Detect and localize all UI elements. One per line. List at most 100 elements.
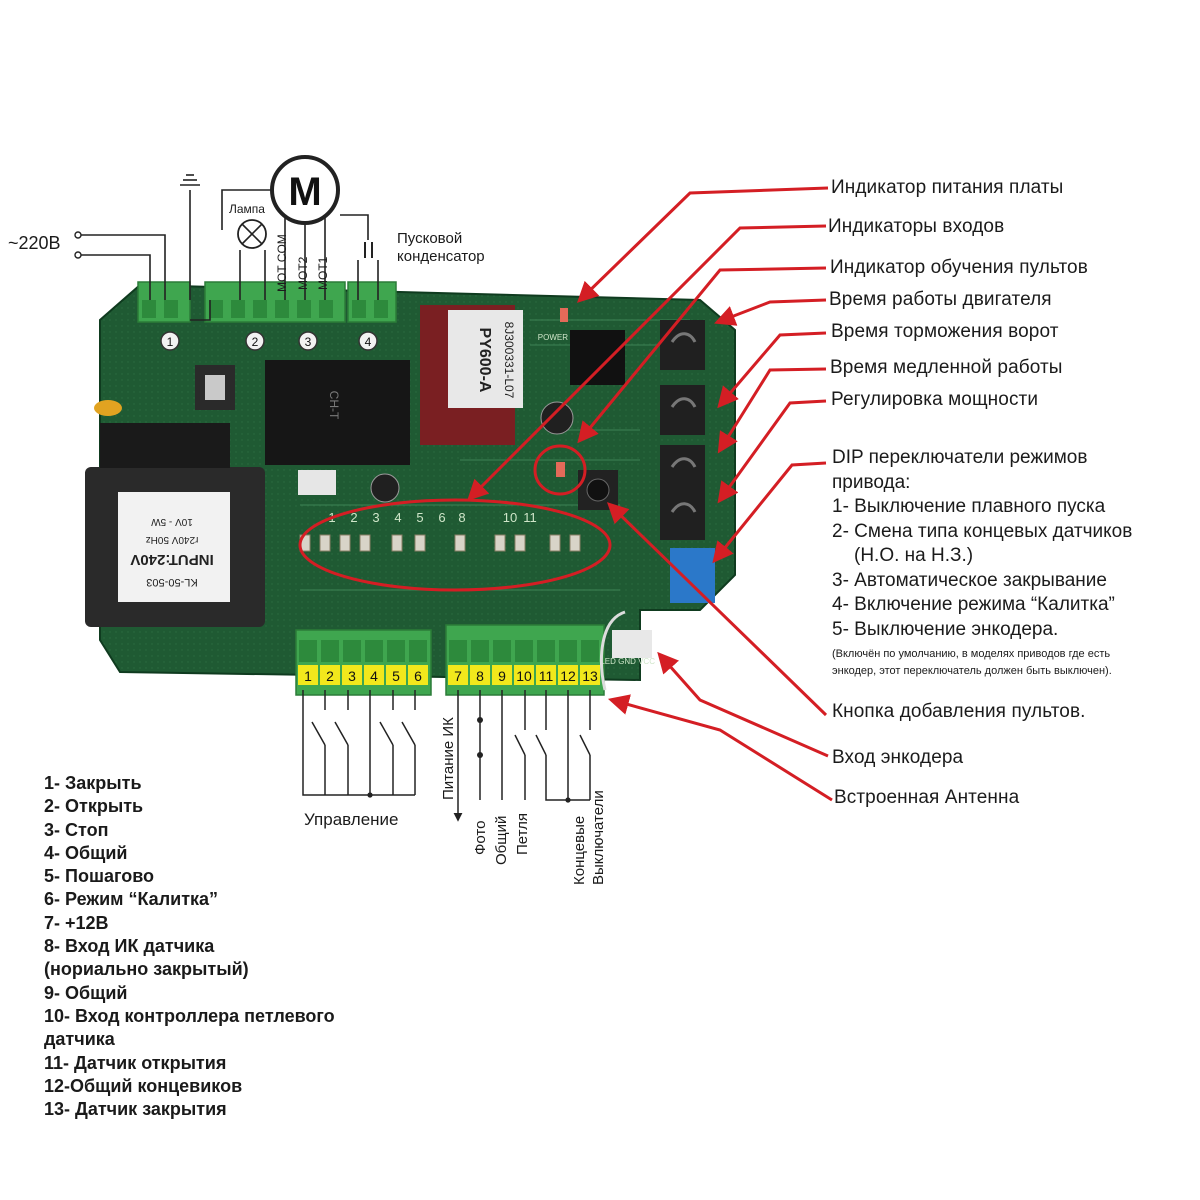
mcu-chip: [570, 330, 625, 385]
capacitor-icon: [364, 242, 373, 258]
input-led: [454, 534, 466, 552]
terminal-number-tag: [492, 665, 512, 685]
callout-power-indicator: Индикатор питания платы: [831, 177, 1064, 198]
varistor: [94, 400, 122, 416]
terminal-number-tag: [408, 665, 428, 685]
bottom-terminal-label: 8: [476, 668, 484, 684]
top-wiring: [80, 189, 379, 321]
transformer-model: KL-50-503: [146, 576, 197, 588]
supply-terminal-l: [74, 231, 82, 239]
photo-label: Фото: [472, 820, 489, 855]
legend-item: 13- Датчик закрытия: [44, 1099, 227, 1120]
board-led-number: 3: [372, 510, 379, 525]
board-led-number: 2: [350, 510, 357, 525]
callout-encoder-input: Вход энкодера: [832, 747, 964, 768]
callout-learn-indicator: Индикатор обучения пультов: [830, 257, 1088, 278]
callout-power-adjust: Регулировка мощности: [831, 389, 1039, 410]
dip-switch: [670, 548, 715, 603]
board-led-number: 10: [503, 510, 517, 525]
aux-connector: [298, 470, 336, 495]
dip-note-2: энкодер, этот переключатель должен быть …: [832, 665, 1112, 677]
bottom-terminal-label: 2: [326, 668, 334, 684]
bottom-terminal-label: 13: [582, 668, 598, 684]
capacitor-label-2: конденсатор: [397, 248, 485, 265]
transformer-output: 10V - 5W: [151, 516, 193, 527]
ground-icon: [180, 174, 200, 186]
callout-input-indicators: Индикаторы входов: [828, 216, 1005, 237]
input-led: [339, 534, 351, 552]
top-terminal-label: 3: [305, 335, 312, 349]
legend-item: 10- Вход контроллера петлевого: [44, 1005, 335, 1026]
legend-item: 2- Открыть: [44, 796, 144, 817]
input-led: [391, 534, 403, 552]
dip-item-4: 4- Включение режима “Калитка”: [832, 594, 1115, 615]
top-terminal-label: 4: [365, 335, 372, 349]
legend-item: 6- Режим “Калитка”: [44, 889, 219, 910]
mot-com-label: MOT COM: [275, 234, 289, 292]
bottom-terminal-label: 4: [370, 668, 378, 684]
legend-item: 5- Пошагово: [44, 866, 155, 887]
lamp-label: Лампа: [229, 202, 265, 216]
input-led: [319, 534, 331, 552]
encoder-connector: [612, 630, 652, 658]
board-led-number: 6: [438, 510, 445, 525]
legend-item: 12-Общий концевиков: [44, 1075, 243, 1096]
supply-terminal-n: [74, 251, 82, 259]
capacitor-label-1: Пусковой: [397, 230, 463, 247]
dip-item-1: 1- Выключение плавного пуска: [832, 496, 1106, 517]
board-led-number: 8: [458, 510, 465, 525]
bottom-terminal-label: 11: [539, 668, 554, 684]
mot1-label: MOT1: [316, 256, 330, 290]
callout-antenna: Встроенная Антенна: [834, 787, 1020, 808]
terminal-number-tag: [470, 665, 490, 685]
capacitor-1: [370, 473, 400, 503]
bottom-terminal-label: 10: [516, 668, 532, 684]
top-terminal-number: 2: [245, 331, 265, 351]
motor-symbol: M: [288, 170, 321, 214]
bottom-terminal-label: 3: [348, 668, 356, 684]
learn-led: [556, 462, 565, 477]
limit-label-1: Концевые: [571, 815, 588, 885]
bottom-terminal-label: 5: [392, 668, 400, 684]
callout-motor-time: Время работы двигателя: [829, 289, 1052, 310]
learn-led-highlight: [533, 444, 587, 496]
terminal-number-tag: [448, 665, 468, 685]
relay-icon: CH-T: [265, 360, 410, 465]
board-model: PY600-A: [476, 328, 493, 393]
board-led-number: 11: [523, 510, 537, 525]
connector-block: [100, 423, 230, 468]
power-led: [560, 308, 568, 322]
board-led-number: 4: [394, 510, 401, 525]
terminal-number-tag: [320, 665, 340, 685]
transformer-rating: r240V 50Hz: [146, 534, 199, 545]
encoder-pins: LED GND VCC: [600, 657, 655, 666]
model-label: [448, 310, 523, 408]
callout-learn-button: Кнопка добавления пультов.: [832, 701, 1086, 722]
legend-item: 11- Датчик открытия: [44, 1052, 227, 1073]
bottom-terminal-label: 7: [454, 668, 462, 684]
terminal-number-tag: [364, 665, 384, 685]
power-marking: POWER: [538, 333, 568, 342]
legend-item: 1- Закрыть: [44, 773, 142, 793]
relay-marking: CH-T: [327, 391, 341, 420]
top-terminal-number: 1: [160, 331, 180, 351]
input-led: [549, 534, 561, 552]
terminal-number-tag: [386, 665, 406, 685]
top-terminals: 1 2 3 4: [137, 281, 397, 351]
dip-note-1: (Включён по умолчанию, в моделях приводо…: [832, 648, 1111, 660]
supply-label: ~220В: [8, 233, 61, 253]
terminal-number-tag: [514, 665, 534, 685]
dip-title-2: привода:: [832, 471, 911, 493]
mot2-label: MOT2: [296, 256, 310, 290]
dip-title-1: DIP переключатели режимов: [832, 447, 1088, 468]
top-terminal-number: 4: [358, 331, 378, 351]
input-led: [494, 534, 506, 552]
board-code: 8J300331-L07: [502, 322, 516, 399]
terminal-number-tag: [298, 665, 318, 685]
input-leds-highlight: [298, 498, 612, 592]
input-led: [414, 534, 426, 552]
dip-item-3: 3- Автоматическое закрывание: [832, 569, 1107, 591]
